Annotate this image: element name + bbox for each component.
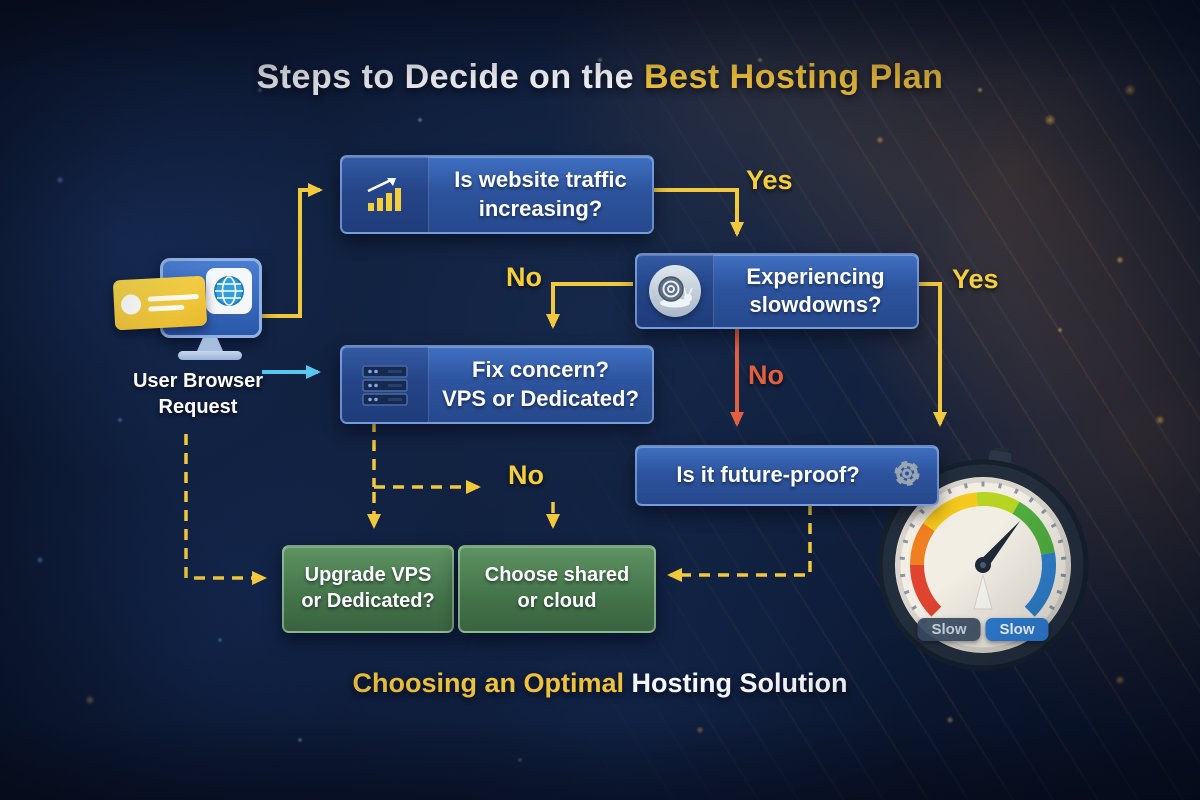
node-upgrade-label: Upgrade VPS or Dedicated? [301, 564, 435, 612]
node-shared: Choose shared or cloud [458, 545, 656, 633]
snail-icon [637, 255, 714, 327]
user-browser-graphic [112, 258, 282, 374]
edge-source-to-upgrade [184, 434, 267, 585]
gear-icon [889, 455, 925, 496]
footer-caption: Choosing an Optimal Hosting Solution [0, 668, 1200, 699]
edge-future-to-shared [667, 504, 812, 582]
label-yes-traffic: Yes [746, 165, 793, 195]
monitor-stand [197, 338, 223, 351]
source-label: User Browser Request [132, 370, 264, 418]
id-card-avatar [120, 294, 142, 316]
footer-suffix: Hosting Solution [631, 668, 848, 698]
label-no-slowdowns: No [748, 360, 784, 390]
node-future: Is it future-proof? [635, 445, 939, 506]
node-fix: Fix concern? VPS or Dedicated? [340, 345, 654, 424]
node-fix-label: Fix concern? VPS or Dedicated? [442, 357, 639, 411]
gauge-label-left: Slow [917, 618, 981, 641]
globe-icon [206, 268, 252, 314]
label-no-traffic: No [506, 262, 542, 292]
node-shared-label: Choose shared or cloud [484, 564, 630, 612]
node-traffic: Is website traffic increasing? [340, 155, 654, 234]
edge-yes-traffic-to-slowdowns [652, 188, 744, 237]
page-title: Steps to Decide on the Best Hosting Plan [0, 58, 1200, 97]
page-title-highlight: Best Hosting Plan [644, 58, 944, 96]
gauge-badges: Slow Slow [917, 618, 1049, 641]
label-yes-slowdowns: Yes [952, 264, 999, 294]
node-slowdowns-label: Experiencing slowdowns? [746, 263, 885, 317]
id-card-lines [147, 293, 200, 312]
node-slowdowns: Experiencing slowdowns? [635, 253, 919, 329]
bar-chart-icon [342, 157, 429, 232]
node-upgrade: Upgrade VPS or Dedicated? [282, 545, 454, 633]
footer-highlight: Choosing an Optimal [352, 668, 632, 698]
edge-no-to-fix [546, 282, 633, 329]
edge-yes-slowdowns-to-future [917, 282, 947, 427]
server-stack-icon [342, 347, 429, 422]
node-traffic-label: Is website traffic increasing? [454, 167, 627, 221]
label-no-branch: No [508, 460, 544, 490]
gauge-label-right: Slow [985, 618, 1049, 641]
monitor-base [178, 351, 242, 360]
id-card-icon [112, 275, 208, 331]
page-title-prefix: Steps to Decide on the [256, 58, 644, 96]
